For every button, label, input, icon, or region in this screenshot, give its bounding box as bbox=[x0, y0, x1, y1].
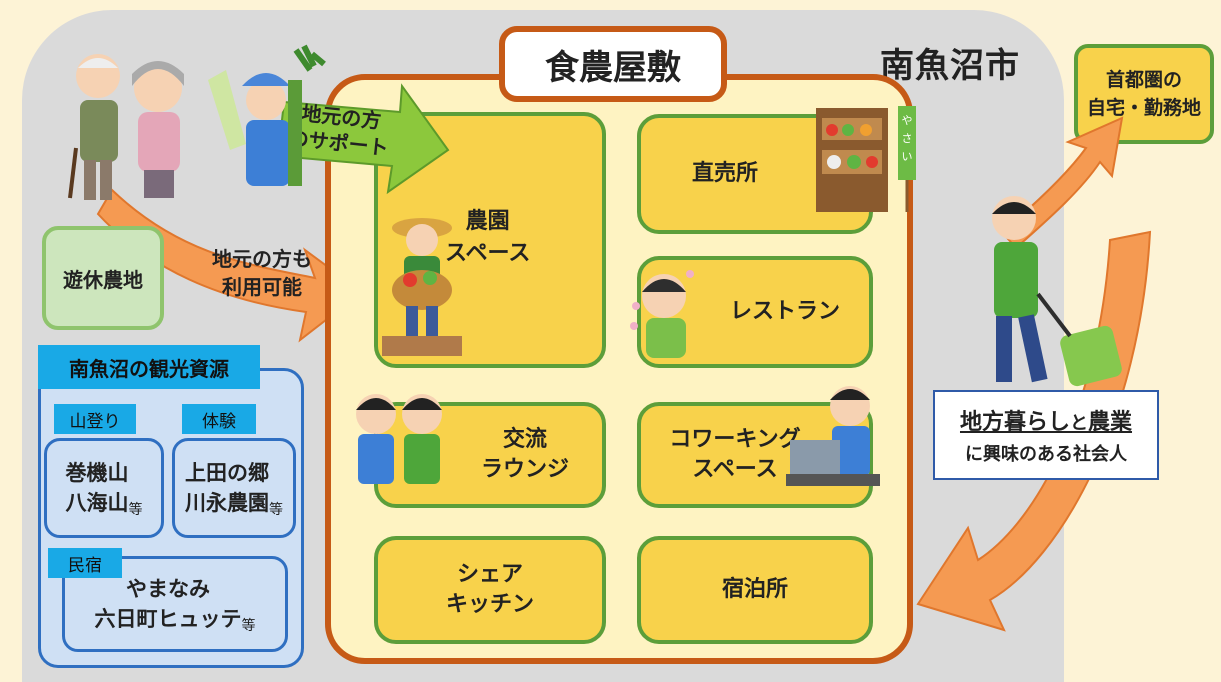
elderly-couple-illustration bbox=[68, 54, 184, 200]
tourism-resources-title: 南魚沼の観光資源 bbox=[38, 345, 260, 389]
target-people-line2: に興味のある社会人 bbox=[965, 444, 1127, 465]
coworker-laptop-illustration bbox=[786, 386, 880, 486]
experience-names: 上田の郷 川永農園 bbox=[185, 461, 269, 515]
mountain-tag: 山登り bbox=[54, 404, 136, 434]
inn-etc: 等 bbox=[241, 618, 256, 634]
experience-etc: 等 bbox=[269, 502, 283, 518]
room-lounge-label: 交流 ラウンジ bbox=[480, 427, 569, 482]
farmer-basket-illustration bbox=[382, 218, 462, 356]
room-lodging: 宿泊所 bbox=[637, 536, 873, 644]
mountain-box: 巻機山 八海山 等 bbox=[44, 438, 164, 538]
stall-sign-char-1: や bbox=[902, 114, 913, 127]
inn-tag: 民宿 bbox=[48, 548, 122, 578]
stall-sign-char-3: い bbox=[902, 150, 913, 163]
target-people-box: 地方暮らしと農業 に興味のある社会人 bbox=[933, 390, 1159, 480]
rural-living-text: 地方暮らし bbox=[959, 410, 1070, 435]
experience-box: 上田の郷 川永農園 等 bbox=[172, 438, 296, 538]
capital-area-box: 首都圏の 自宅・勤務地 bbox=[1074, 44, 1214, 144]
city-name-label: 南魚沼市 bbox=[880, 46, 1020, 86]
and-text: と bbox=[1070, 413, 1088, 434]
idle-farmland-box: 遊休農地 bbox=[42, 226, 164, 330]
hall-title: 食農屋敷 bbox=[499, 26, 727, 102]
stall-sign-char-2: さ bbox=[902, 132, 913, 145]
diner-illustration bbox=[630, 270, 694, 358]
two-men-chatting-illustration bbox=[356, 394, 442, 484]
room-lodging-label: 宿泊所 bbox=[721, 577, 788, 602]
agriculture-text: 農業 bbox=[1088, 410, 1133, 435]
room-share-kitchen: シェア キッチン bbox=[374, 536, 606, 644]
room-restaurant-label: レストラン bbox=[729, 299, 840, 324]
inn-names: やまなみ 六日町ヒュッテ bbox=[94, 577, 242, 631]
target-people-line1: 地方暮らしと農業 bbox=[960, 404, 1132, 436]
locals-use-arrow-label: 地元の方も 利用可能 bbox=[212, 247, 312, 299]
vegetable-stall-illustration: や さ い bbox=[816, 106, 916, 212]
farmer-with-produce-illustration bbox=[208, 44, 326, 186]
experience-tag: 体験 bbox=[182, 404, 256, 434]
room-coworking-label: コワーキング スペース bbox=[669, 427, 801, 482]
mountain-etc: 等 bbox=[128, 502, 143, 518]
mountain-names: 巻機山 八海山 bbox=[65, 461, 129, 515]
room-share-kitchen-label: シェア キッチン bbox=[445, 562, 534, 617]
traveler-illustration bbox=[992, 196, 1122, 387]
room-direct-shop-label: 直売所 bbox=[691, 161, 758, 186]
room-farm-space-label: 農園 スペース bbox=[445, 209, 531, 266]
